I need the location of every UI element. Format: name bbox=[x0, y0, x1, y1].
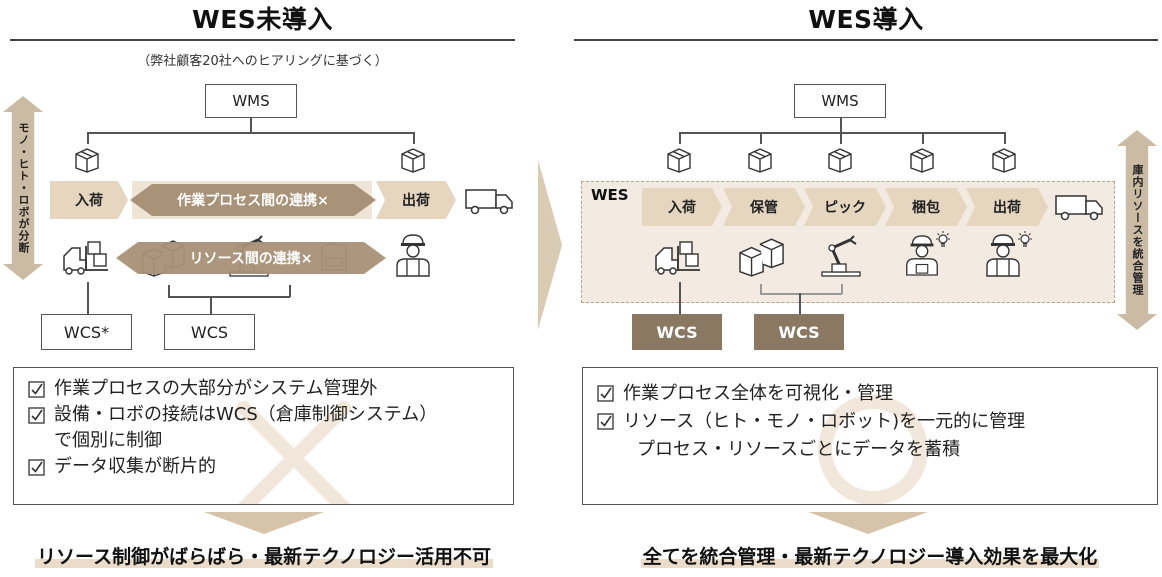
box-icon bbox=[398, 146, 428, 174]
right-conclusion-text: 全てを統合管理・最新テクノロジー導入効果を最大化 bbox=[640, 546, 1100, 568]
right-bullet-text-2: リソース（ヒト・モノ・ロボット)を一元的に管理 bbox=[623, 411, 1026, 432]
wcs-star-box: WCS* bbox=[41, 314, 132, 350]
right-bullet-2: リソース（ヒト・モノ・ロボット)を一元的に管理 bbox=[597, 408, 1147, 436]
right-branch-drop-1 bbox=[679, 132, 681, 144]
left-process-inbound: 入荷 bbox=[50, 181, 128, 219]
right-wcs-bracket-right bbox=[841, 284, 843, 294]
process-step-storage: 保管 bbox=[723, 188, 805, 226]
right-bullet-text-3: プロセス・リソースごとにデータを蓄積 bbox=[637, 439, 961, 460]
left-wcs-star-stem bbox=[87, 282, 89, 314]
truck-icon bbox=[1054, 192, 1104, 222]
right-wcs2-stem bbox=[799, 293, 801, 314]
lightbulb-icon bbox=[934, 230, 952, 250]
right-branch-drop-5 bbox=[1004, 132, 1006, 144]
left-conclusion: リソース制御がばらばら・最新テクノロジー活用不可 bbox=[4, 542, 524, 569]
right-bullet-3: プロセス・リソースごとにデータを蓄積 bbox=[597, 436, 1147, 464]
right-title-rule bbox=[574, 39, 1158, 41]
box-icon bbox=[745, 146, 775, 174]
truck-icon bbox=[464, 186, 514, 216]
left-wcs-bracket-right bbox=[289, 285, 291, 297]
left-bullet-3: データ収集が断片的 bbox=[28, 454, 508, 480]
worker-icon bbox=[902, 232, 942, 278]
forklift-icon bbox=[650, 238, 706, 276]
right-wms-box: WMS bbox=[794, 84, 886, 118]
right-branch-drop-3 bbox=[840, 132, 842, 144]
process-link-arrow: 作業プロセス間の連携× bbox=[130, 184, 376, 216]
left-wcs-bracket-bottom bbox=[168, 296, 290, 298]
right-wcs-bracket-bottom bbox=[760, 293, 842, 295]
left-title: WES未導入 bbox=[192, 5, 333, 34]
process-step-outbound: 出荷 bbox=[966, 188, 1048, 226]
left-branch-drop-2 bbox=[413, 132, 415, 144]
right-bullet-text-1: 作業プロセス全体を可視化・管理 bbox=[623, 383, 893, 404]
left-bullet-text-1: 作業プロセスの大部分がシステム管理外 bbox=[54, 378, 378, 399]
left-bullet-2: 設備・ロボの接続はWCS（倉庫制御システム） bbox=[28, 402, 508, 428]
left-bullet-text-2b: で個別に制御 bbox=[54, 430, 162, 451]
right-wcs-bracket-left bbox=[760, 284, 762, 294]
box-icon bbox=[989, 146, 1019, 174]
survey-note: （弊社顧客20社へのヒアリングに基づく） bbox=[137, 54, 388, 69]
process-step-inbound: 入荷 bbox=[642, 188, 722, 226]
left-wcs-stem bbox=[210, 296, 212, 314]
right-branch-drop-4 bbox=[922, 132, 924, 144]
left-process-outbound: 出荷 bbox=[376, 181, 456, 219]
box-icon bbox=[72, 146, 102, 174]
right-bullet-1: 作業プロセス全体を可視化・管理 bbox=[597, 380, 1147, 408]
right-wms-stem bbox=[840, 118, 842, 132]
process-step-pack: 梱包 bbox=[885, 188, 967, 226]
left-bullet-text-2: 設備・ロボの接続はWCS（倉庫制御システム） bbox=[54, 404, 438, 425]
right-wms-branch bbox=[679, 132, 1005, 134]
box-icon bbox=[907, 146, 937, 174]
cross-mark-icon bbox=[237, 401, 351, 504]
left-wcs-box: WCS bbox=[164, 314, 255, 350]
check-icon bbox=[28, 407, 45, 424]
left-bullet-2-continued: で個別に制御 bbox=[28, 428, 508, 454]
left-wms-box: WMS bbox=[205, 84, 297, 118]
right-wcs-box-2: WCS bbox=[754, 314, 844, 350]
wes-label: WES bbox=[591, 186, 629, 204]
left-conclusion-text: リソース制御がばらばら・最新テクノロジー活用不可 bbox=[35, 546, 493, 568]
center-transition-arrow bbox=[538, 160, 562, 330]
box-icon bbox=[664, 146, 694, 174]
left-down-arrow bbox=[204, 512, 324, 534]
left-wms-branch bbox=[87, 132, 414, 134]
worker-icon bbox=[982, 232, 1024, 278]
cardboard-boxes-icon bbox=[734, 236, 788, 278]
right-title: WES導入 bbox=[808, 5, 924, 34]
left-wms-stem bbox=[250, 118, 252, 132]
circle-mark-icon bbox=[818, 395, 928, 504]
right-wcs-box-1: WCS bbox=[632, 314, 722, 350]
resource-link-arrow: リソース間の連携× bbox=[116, 242, 386, 274]
right-conclusion: 全てを統合管理・最新テクノロジー導入効果を最大化 bbox=[582, 542, 1158, 569]
check-icon bbox=[28, 381, 45, 398]
right-down-arrow bbox=[808, 512, 928, 534]
forklift-icon bbox=[58, 238, 114, 276]
left-bullet-box: 作業プロセスの大部分がシステム管理外 設備・ロボの接続はWCS（倉庫制御システム… bbox=[13, 367, 514, 505]
robot-arm-icon bbox=[818, 234, 864, 278]
right-branch-drop-2 bbox=[760, 132, 762, 144]
check-icon bbox=[597, 385, 614, 402]
left-bullet-text-3: データ収集が断片的 bbox=[54, 456, 216, 477]
check-icon bbox=[28, 459, 45, 476]
process-step-pick: ピック bbox=[804, 188, 886, 226]
left-title-rule bbox=[10, 39, 515, 41]
left-branch-drop-1 bbox=[87, 132, 89, 144]
worker-icon bbox=[392, 232, 434, 278]
right-wcs1-stem bbox=[679, 282, 681, 314]
right-side-label: 庫内リソースを統合管理 bbox=[1131, 164, 1144, 296]
box-icon bbox=[825, 146, 855, 174]
check-icon bbox=[597, 413, 614, 430]
left-bullet-1: 作業プロセスの大部分がシステム管理外 bbox=[28, 376, 508, 402]
left-wcs-bracket-left bbox=[168, 285, 170, 297]
left-side-label: モノ・ヒト・ロボが分断 bbox=[17, 122, 30, 254]
right-bullet-box: 作業プロセス全体を可視化・管理 リソース（ヒト・モノ・ロボット)を一元的に管理 … bbox=[582, 367, 1158, 505]
lightbulb-icon bbox=[1016, 230, 1034, 250]
